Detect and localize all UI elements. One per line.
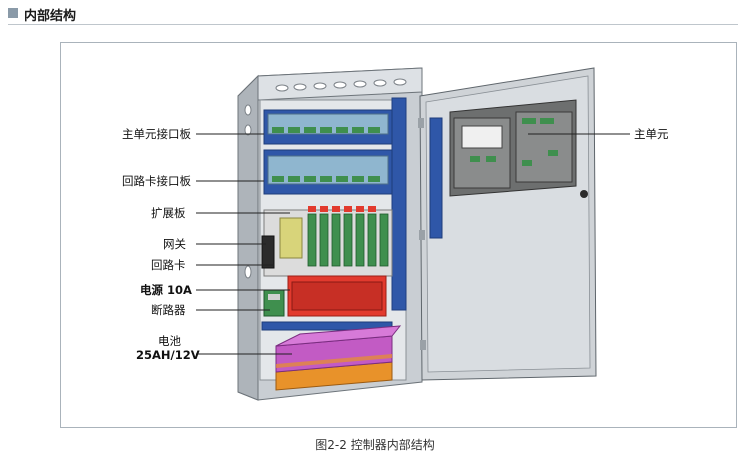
label-main-unit-interface-board: 主单元接口板 — [122, 127, 191, 141]
figure-caption: 图2-2 控制器内部结构 — [315, 438, 435, 452]
power-supply-graphic — [287, 275, 387, 317]
label-power-supply: 电源 10A — [140, 283, 192, 297]
expansion-board-graphic — [263, 206, 393, 277]
label-battery-rating: 25AH/12V — [136, 348, 200, 362]
loop-card-interface-board-graphic — [263, 149, 393, 195]
rail-bottom — [261, 321, 393, 331]
leader-lines — [196, 133, 630, 355]
circuit-breaker-graphic — [263, 289, 285, 317]
label-loop-card: 回路卡 — [151, 258, 186, 272]
label-loop-card-interface-board: 回路卡接口板 — [122, 174, 191, 188]
section-header: 内部结构 — [8, 4, 738, 25]
rail-right — [391, 97, 407, 311]
main-unit-interface-board-graphic — [263, 109, 393, 145]
section-title: 内部结构 — [24, 9, 77, 24]
main-unit-graphic — [449, 99, 577, 197]
label-battery: 电池 — [158, 334, 181, 348]
section-marker-icon — [8, 8, 18, 18]
label-gateway: 网关 — [163, 237, 186, 251]
battery-graphic — [275, 325, 402, 391]
label-main-unit: 主单元 — [634, 127, 669, 141]
gateway-graphic — [261, 235, 275, 269]
label-expansion-board: 扩展板 — [151, 206, 186, 220]
label-circuit-breaker: 断路器 — [151, 303, 186, 317]
